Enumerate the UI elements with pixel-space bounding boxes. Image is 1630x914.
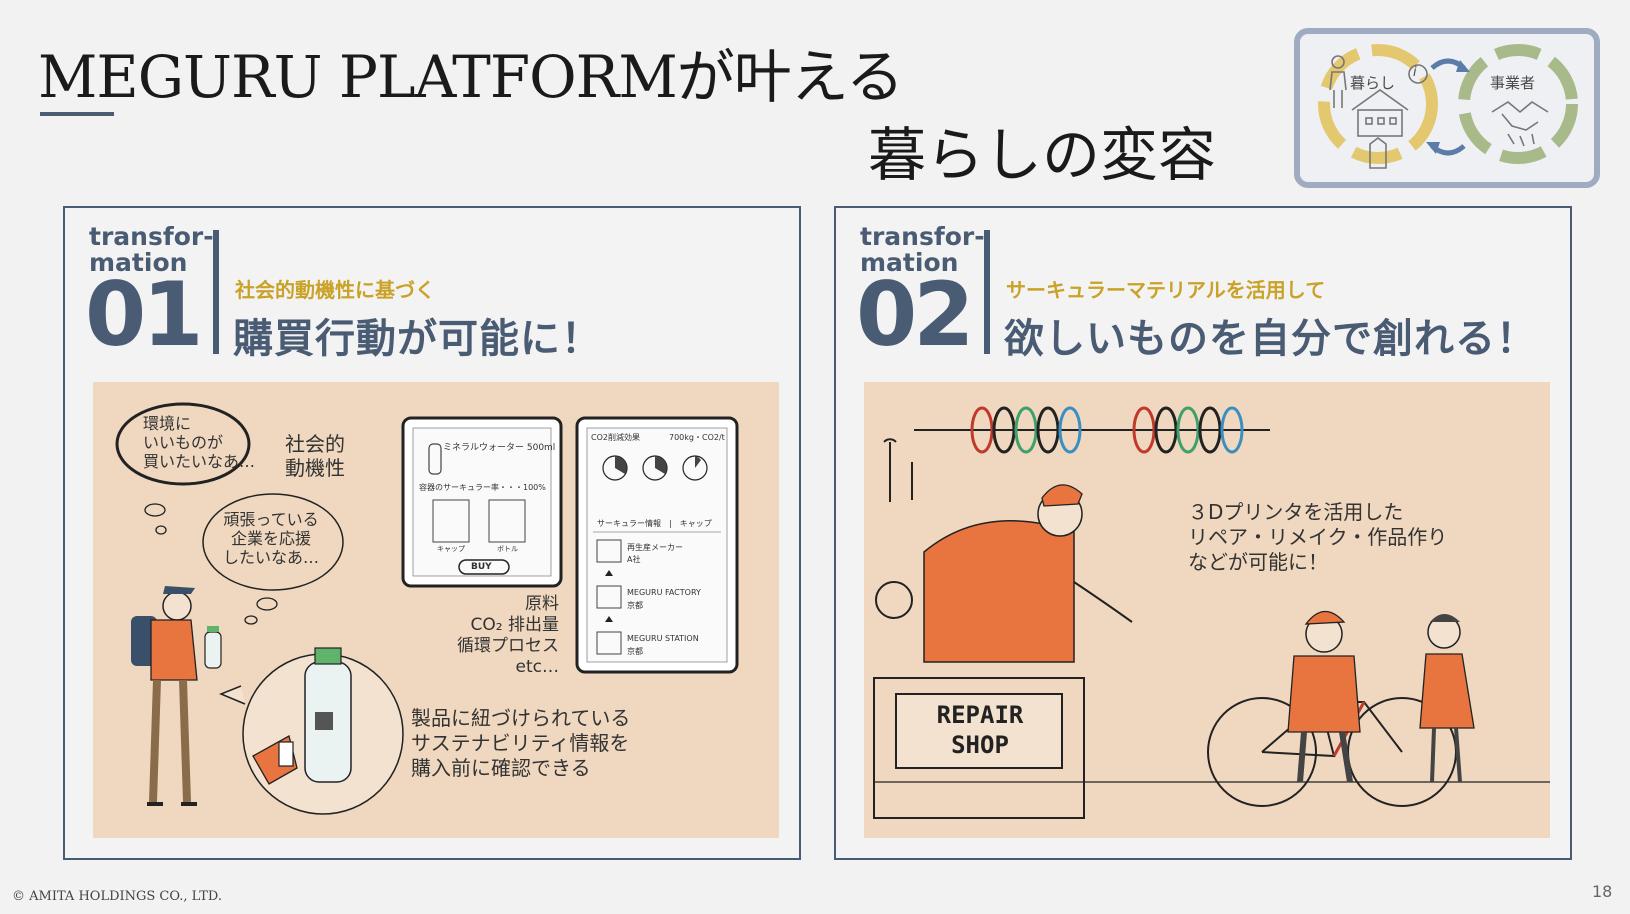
illustration-caption: 製品に紐づけられている サステナビリティ情報を 購入前に確認できる [411, 706, 631, 780]
phone1-item1: キャップ [437, 545, 465, 553]
thought-text-1: 環境に いいものが 買いたいなあ… [143, 414, 256, 471]
transformation-panel-01: transfor- mation 01 社会的動機性に基づく 購買行動が可能に！ [63, 206, 801, 860]
transformation-number: 02 [856, 263, 974, 366]
transformation-label-text: transfor- mation [89, 222, 214, 277]
page-title-line1: MEGURU PLATFORMが叶える [38, 43, 904, 111]
transformation-label: transfor- mation [860, 224, 985, 276]
qr-code-icon [315, 712, 333, 730]
carton-icon [1369, 137, 1387, 169]
phone1-product: ミネラルウォーター 500ml [443, 443, 556, 453]
transformation-number: 01 [85, 263, 203, 366]
panel-subtitle: 社会的動機性に基づく [235, 278, 435, 302]
phone2-step1-sub: A社 [627, 555, 641, 564]
repair-scene [873, 406, 1550, 819]
phone-screen-product [401, 416, 563, 588]
shopkeeper-figure [875, 484, 1133, 663]
phone2-tabs[interactable]: サーキュラー情報 | キャップ [597, 519, 712, 528]
right-cycle-ring [1458, 44, 1578, 164]
house-icon [1351, 89, 1409, 137]
repair-shop-sign [895, 693, 1063, 769]
vertical-divider [984, 230, 990, 354]
zoom-circle [219, 647, 404, 815]
wrench-icon [883, 438, 913, 502]
panel-subtitle: サーキュラーマテリアルを活用して [1006, 278, 1326, 302]
transformation-panel-02: transfor- mation 02 サーキュラーマテリアルを活用して 欲しい… [834, 206, 1572, 860]
arrow-bottom-head-icon [1426, 142, 1440, 154]
transformation-label-text: transfor- mation [860, 222, 985, 277]
phone2-header-right: 700kg・CO2/t [669, 433, 725, 442]
smartphone-icon [278, 741, 294, 767]
info-symbol: i [1413, 65, 1417, 80]
thought-text-2: 頑張っている 企業を応援 したいなあ… [223, 510, 320, 567]
thought-bubble-1 [115, 402, 251, 486]
cycle-diagram-graphic [1318, 44, 1578, 169]
left-cycle-ring [1318, 44, 1438, 164]
bubble-dot [155, 525, 167, 535]
phone-screen-circular-info [575, 416, 739, 674]
thought-bubble-2 [202, 493, 344, 591]
page-number: 18 [1592, 882, 1613, 901]
shop-counter [873, 677, 1085, 819]
bubble-dot [256, 597, 278, 611]
title-underline [40, 112, 114, 116]
info-icon [1408, 64, 1428, 84]
phone2-step1-title: 再生産メーカー [627, 543, 683, 552]
vertical-divider [213, 230, 219, 354]
man-figure [131, 586, 222, 806]
arrow-top-head-icon [1456, 60, 1470, 72]
bottle-icon [428, 443, 442, 475]
bubble-dot [144, 503, 166, 517]
repair-shop-sign-text: REPAIR SHOP [936, 701, 1024, 759]
phone1-rate: 容器のサーキュラー率・・・100% [419, 483, 546, 492]
illustration-repair-shop: ３Dプリンタを活用した リペア・リメイク・作品作り などが可能に！ REPAIR… [864, 382, 1550, 838]
handshake-icon [1491, 101, 1549, 147]
phone2-step3-sub: 京都 [627, 647, 643, 656]
transformation-label: transfor- mation [89, 224, 214, 276]
info-list: 原料 CO₂ 排出量 循環プロセス etc… [457, 594, 559, 677]
page-title-line2: 暮らしの変容 [868, 121, 1217, 189]
illustration-shopping: 環境に いいものが 買いたいなあ… 頑張っている 企業を応援 したいなあ… 社会… [93, 382, 779, 838]
girl-figure [1419, 614, 1475, 783]
cycle-left-label: 暮らし [1350, 74, 1396, 92]
cycle-diagram: 暮らし i 事業者 [1294, 28, 1600, 188]
phone2-step3-title: MEGURU STATION [627, 634, 699, 643]
illustration-caption: ３Dプリンタを活用した リペア・リメイク・作品作り などが可能に！ [1188, 500, 1448, 574]
panel-heading: 購買行動が可能に！ [233, 316, 602, 362]
mechanic-figure [1287, 610, 1361, 783]
cycle-right-label: 事業者 [1490, 74, 1536, 92]
phone2-step2-sub: 京都 [627, 601, 643, 610]
phone1-item2: ボトル [497, 545, 518, 553]
buy-button-label[interactable]: BUY [471, 562, 492, 572]
phone2-step2-title: MEGURU FACTORY [627, 588, 701, 597]
shopping-scene [115, 402, 739, 815]
phone2-header-left: CO2削減効果 [591, 433, 640, 442]
person-icon [1329, 55, 1347, 108]
buy-button[interactable] [458, 559, 510, 575]
motive-label: 社会的 動機性 [285, 432, 345, 480]
bubble-dot [244, 615, 258, 625]
panel-heading: 欲しいものを自分で創れる！ [1004, 316, 1537, 362]
filament-spools [914, 406, 1270, 454]
copyright: © AMITA HOLDINGS CO., LTD. [12, 889, 223, 904]
